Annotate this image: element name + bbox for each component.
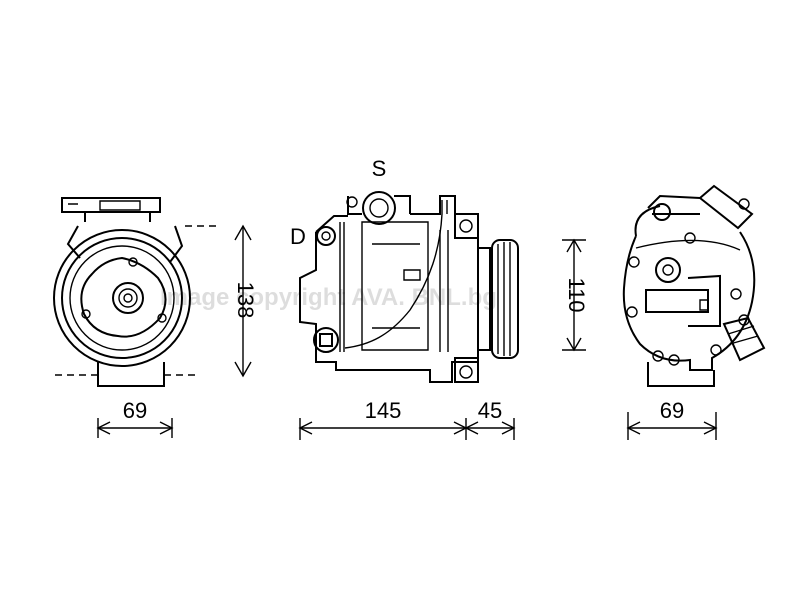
- side-view: 145 45 110 S D: [290, 156, 589, 440]
- front-width-dimension: 69: [96, 398, 174, 438]
- front-width-value: 69: [123, 398, 147, 423]
- front-view: 138 69: [53, 197, 258, 438]
- suction-port-label: S: [372, 156, 387, 181]
- front-height-dimension: 138: [233, 224, 258, 378]
- front-height-value: 138: [233, 282, 258, 319]
- side-length-dimension: 145 45: [298, 398, 516, 440]
- copyright-watermark: Image copyright AVA. BNL.bg: [160, 284, 497, 311]
- rear-width-value: 69: [660, 398, 684, 423]
- discharge-port-label: D: [290, 224, 306, 249]
- side-body-length-value: 145: [365, 398, 402, 423]
- rear-view: 69: [622, 184, 766, 440]
- side-height-value: 110: [564, 277, 589, 312]
- side-height-dimension: 110: [562, 238, 589, 352]
- side-pulley-length-value: 45: [478, 398, 502, 423]
- rear-width-dimension: 69: [626, 398, 718, 440]
